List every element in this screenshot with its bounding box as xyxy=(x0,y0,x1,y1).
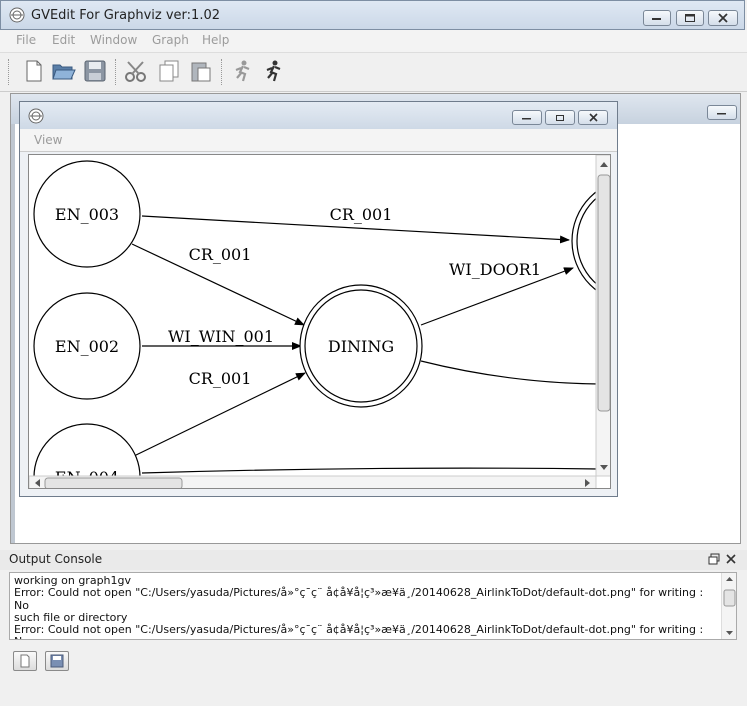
running-figure-icon xyxy=(266,60,281,82)
edge-label-cr3: CR_001 xyxy=(189,369,252,388)
mdi-left-edge xyxy=(11,124,15,543)
title-bar: GVEdit For Graphviz ver:1.02 xyxy=(0,0,745,30)
console-log-text: working on graph1gv Error: Could not ope… xyxy=(14,574,704,639)
mdi-minimize-button[interactable] xyxy=(707,105,737,120)
window-title: GVEdit For Graphviz ver:1.02 xyxy=(31,8,220,23)
edge-label-win: WI_WIN_001 xyxy=(168,327,274,346)
run-settings-button[interactable] xyxy=(259,57,287,85)
edge-en003-dining xyxy=(131,243,305,326)
graph-hscroll-thumb[interactable] xyxy=(44,477,183,489)
node-right-inner xyxy=(576,188,610,294)
node-dining-inner xyxy=(304,289,418,403)
new-file-button[interactable] xyxy=(20,57,48,85)
save-icon xyxy=(84,60,106,82)
app-icon xyxy=(9,7,25,23)
edge-dining-out xyxy=(420,360,600,385)
new-console-button[interactable] xyxy=(13,651,37,671)
menu-window[interactable]: Window xyxy=(90,33,138,47)
graph-canvas: EN_003 EN_002 EN_004 DINING CR_001 CR_00… xyxy=(28,154,611,489)
console-output[interactable]: working on graph1gv Error: Could not ope… xyxy=(9,572,737,640)
menu-view[interactable]: View xyxy=(34,133,63,147)
minimize-button[interactable] xyxy=(643,10,671,26)
menu-graph[interactable]: Graph xyxy=(152,33,189,47)
new-file-icon xyxy=(26,60,42,82)
console-close-icon[interactable] xyxy=(725,553,737,568)
menu-bar: File Edit Window Graph Help xyxy=(0,30,747,53)
copy-icon xyxy=(159,60,179,82)
scroll-right-arrow[interactable] xyxy=(585,479,590,487)
graph-vscroll-thumb[interactable] xyxy=(597,174,610,412)
toolbar-separator xyxy=(115,59,117,85)
graph-close-button[interactable] xyxy=(578,110,608,125)
scissors-icon xyxy=(125,61,146,82)
node-label-en003: EN_003 xyxy=(55,205,119,224)
edge-dining-right xyxy=(420,267,574,326)
open-folder-icon xyxy=(52,64,76,80)
graph-window-icon xyxy=(28,108,44,127)
open-file-button[interactable] xyxy=(50,57,78,85)
graph-restore-button[interactable] xyxy=(545,110,575,125)
toolbar-grip xyxy=(8,59,13,85)
undock-icon[interactable] xyxy=(708,553,720,568)
menu-help[interactable]: Help xyxy=(202,33,230,47)
paste-button[interactable] xyxy=(187,57,215,85)
console-vscrollbar[interactable] xyxy=(721,573,736,639)
scroll-up-arrow[interactable] xyxy=(600,162,608,167)
scroll-left-arrow[interactable] xyxy=(35,479,40,487)
edge-label-cr2: CR_001 xyxy=(189,245,252,264)
node-label-en002: EN_002 xyxy=(55,337,119,356)
edge-en003-right xyxy=(141,215,570,244)
copy-button[interactable] xyxy=(155,57,183,85)
save-button[interactable] xyxy=(81,57,109,85)
toolbar xyxy=(0,53,747,92)
graph-window: View EN_003 xyxy=(19,101,618,497)
new-file-icon xyxy=(20,654,30,668)
close-button[interactable] xyxy=(708,10,738,26)
cut-button[interactable] xyxy=(122,57,150,85)
edge-en004-dining xyxy=(133,372,306,457)
edge-label-door: WI_DOOR1 xyxy=(449,260,541,279)
graph-window-titlebar xyxy=(20,102,617,129)
save-icon xyxy=(50,654,64,668)
running-figure-icon xyxy=(235,60,250,82)
menu-file[interactable]: File xyxy=(16,33,37,47)
node-label-dining: DINING xyxy=(328,337,394,356)
paste-icon xyxy=(191,62,211,82)
edge-label-cr1: CR_001 xyxy=(330,205,393,224)
graph-window-menubar: View xyxy=(20,129,617,152)
console-header: Output Console xyxy=(0,550,747,570)
node-en002[interactable] xyxy=(33,292,141,400)
console-title: Output Console xyxy=(9,552,103,566)
run-layout-button[interactable] xyxy=(228,57,256,85)
scroll-down-arrow[interactable] xyxy=(600,465,608,470)
save-console-button[interactable] xyxy=(45,651,69,671)
edge-en004-out xyxy=(141,467,600,474)
toolbar-separator xyxy=(221,59,223,85)
node-dining-outer[interactable] xyxy=(299,284,423,408)
node-en003[interactable] xyxy=(33,160,141,268)
menu-edit[interactable]: Edit xyxy=(52,33,76,47)
maximize-button[interactable] xyxy=(676,10,704,26)
graph-minimize-button[interactable] xyxy=(512,110,542,125)
